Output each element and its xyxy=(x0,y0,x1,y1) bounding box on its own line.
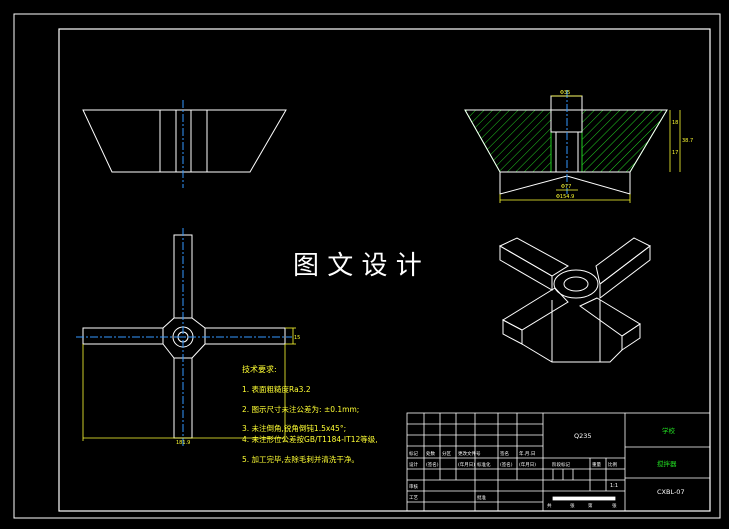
svg-text:第: 第 xyxy=(588,502,593,509)
svg-text:处数: 处数 xyxy=(426,450,435,457)
svg-text:年.月.日: 年.月.日 xyxy=(519,450,535,457)
part-name: 搅拌器 xyxy=(657,459,677,468)
title-design-labels: 设计 (签名) (年月日) 标准化 (签名) (年月日) xyxy=(409,461,536,468)
title-row-labels: 标记 处数 分区 更改文件号 签名 年.月.日 xyxy=(409,450,535,457)
approve-label: 批准 xyxy=(477,494,486,501)
sheet-labels: 共 张 第 张 xyxy=(547,502,617,509)
svg-text:(签名): (签名) xyxy=(426,461,439,468)
tech-req-item: 1. 表面粗糙度Ra3.2 xyxy=(242,384,311,394)
dim-right-upper: 18 xyxy=(672,120,678,126)
svg-text:共: 共 xyxy=(547,502,552,509)
svg-text:(年月日): (年月日) xyxy=(519,461,536,468)
svg-text:(年月日): (年月日) xyxy=(458,461,475,468)
svg-text:更改文件号: 更改文件号 xyxy=(458,450,481,457)
title-block xyxy=(406,412,711,512)
svg-text:张: 张 xyxy=(570,502,575,509)
svg-text:分区: 分区 xyxy=(442,450,451,457)
craft-label: 工艺 xyxy=(409,495,418,501)
dim-base-width: Φ154.9 xyxy=(556,194,574,200)
dim-arm-width: 15 xyxy=(294,335,300,341)
technical-requirements: 技术要求: 1. 表面粗糙度Ra3.2 2. 图示尺寸未注公差为: ±0.1mm… xyxy=(242,364,378,464)
inner-frame xyxy=(58,28,711,512)
title-stage-labels: 阶段标记 重量 比例 xyxy=(552,461,617,468)
svg-text:设计: 设计 xyxy=(409,461,418,468)
top-view: 15 181.9 xyxy=(76,228,300,446)
review-label: 审核 xyxy=(409,483,418,490)
dim-right-lower: 17 xyxy=(672,150,678,156)
svg-text:阶段标记: 阶段标记 xyxy=(552,461,570,468)
material: Q235 xyxy=(574,432,592,440)
dim-right-total: 38.7 xyxy=(682,138,693,144)
tech-req-item: 5. 加工完毕,去除毛刺并清洗干净。 xyxy=(242,454,359,464)
dim-top-bore: Φ35 xyxy=(560,90,570,96)
front-view xyxy=(82,100,287,188)
company: 学校 xyxy=(662,426,676,435)
svg-text:签名: 签名 xyxy=(500,450,509,457)
scale: 1:1 xyxy=(610,483,618,489)
watermark: 图 文 设 计 xyxy=(293,251,422,281)
svg-text:比例: 比例 xyxy=(608,461,617,468)
isometric-view xyxy=(498,237,651,363)
outer-border xyxy=(13,13,721,519)
svg-text:重量: 重量 xyxy=(592,461,601,468)
svg-text:(签名): (签名) xyxy=(500,461,513,468)
svg-text:标准化: 标准化 xyxy=(477,461,491,468)
drawing-number: CXBL-07 xyxy=(657,488,685,496)
tech-req-item: 4. 未注形位公差按GB/T1184-IT12等级, xyxy=(242,434,378,444)
dim-bottom-bore: Φ77 xyxy=(561,184,571,190)
section-view: Φ35 Φ77 Φ154.9 18 17 38.7 xyxy=(464,90,693,203)
dim-span: 181.9 xyxy=(176,440,190,446)
tech-req-item: 3. 未注倒角,锐角倒钝1.5x45°; xyxy=(242,423,346,433)
tech-req-item: 2. 图示尺寸未注公差为: ±0.1mm; xyxy=(242,404,359,414)
tech-req-heading: 技术要求: xyxy=(242,364,277,374)
svg-text:张: 张 xyxy=(612,502,617,509)
svg-text:标记: 标记 xyxy=(409,450,418,457)
